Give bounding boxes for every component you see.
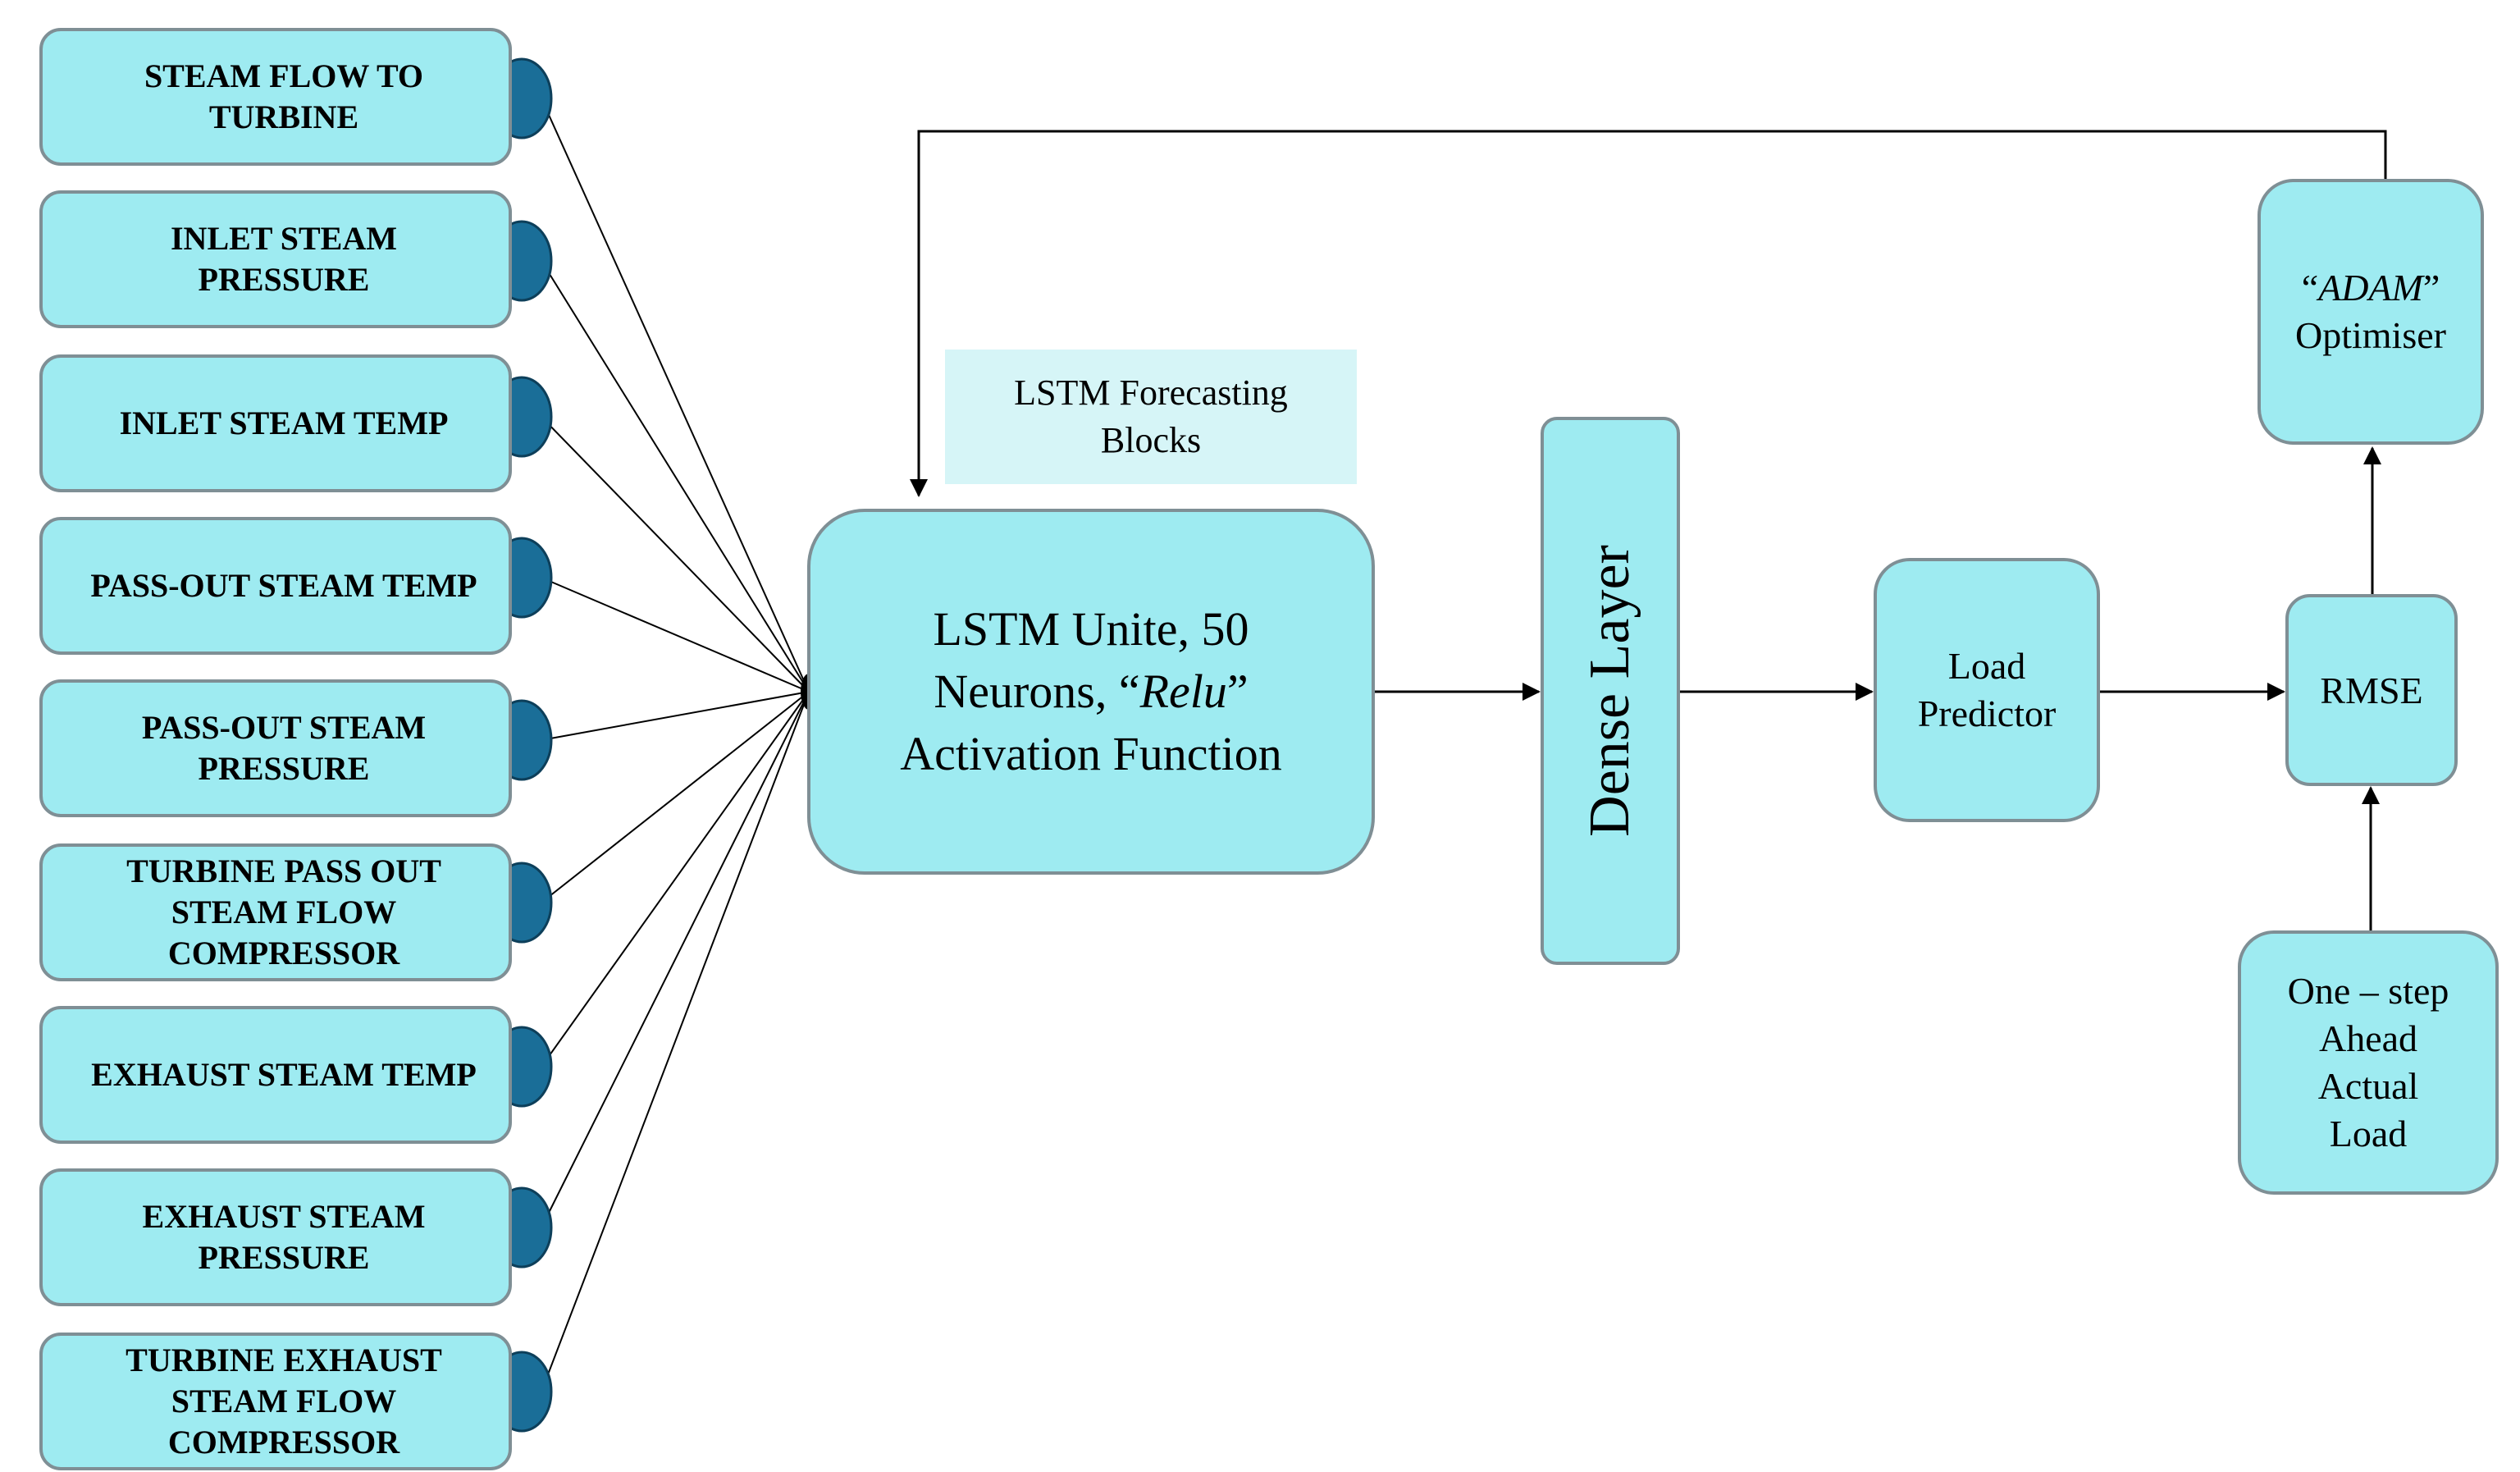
rmse-label: RMSE [2320, 669, 2423, 711]
input-connection-line [541, 691, 810, 741]
input-connection-line [541, 691, 810, 903]
load-predictor-line1: Load [1947, 645, 2026, 687]
load-predictor-block: Load Predictor [1874, 558, 2100, 822]
input-feature-label: COMPRESSOR [167, 935, 400, 971]
load-predictor-line2: Predictor [1917, 693, 2057, 734]
input-feature-box: STEAM FLOW TO TURBINE [39, 28, 512, 166]
input-feature-box: TURBINE PASS OUT STEAM FLOW COMPRESSOR [39, 843, 512, 981]
input-feature-label: PASS-OUT STEAM TEMP [90, 567, 477, 604]
lstm-unit-line3: Activation Function [900, 727, 1282, 780]
input-feature-label: INLET STEAM [170, 220, 397, 257]
lstm-unit-block: LSTM Unite, 50 Neurons, “Relu” Activatio… [807, 509, 1375, 875]
adam-optimiser-block: “ADAM” Optimiser [2258, 179, 2484, 445]
input-feature-label: STEAM FLOW [171, 1383, 397, 1419]
input-feature-box: EXHAUST STEAM PRESSURE [39, 1168, 512, 1306]
input-connection-line [541, 416, 810, 693]
dense-layer-label: Dense Layer [1578, 545, 1642, 837]
input-feature-box: INLET STEAM TEMP [39, 354, 512, 492]
actual-load-line3: Actual [2317, 1065, 2419, 1107]
input-feature-label: TURBINE PASS OUT [126, 853, 441, 889]
lstm-unit-line1: LSTM Unite, 50 [933, 602, 1249, 656]
optimiser-line1: “ADAM” [2301, 267, 2440, 309]
input-feature-box: INLET STEAM PRESSURE [39, 190, 512, 328]
input-fan-in-lines [541, 98, 810, 1392]
lstm-blocks-label-line1: LSTM Forecasting [1014, 373, 1288, 413]
actual-load-line4: Load [2329, 1113, 2408, 1154]
input-connection-line [541, 691, 810, 1392]
input-connection-line [541, 577, 810, 693]
input-feature-label: TURBINE [208, 98, 359, 135]
input-feature-label: PRESSURE [198, 1239, 370, 1276]
input-feature-label: EXHAUST STEAM TEMP [91, 1056, 477, 1093]
input-feature-label: COMPRESSOR [167, 1424, 400, 1461]
lstm-unit-line2: Neurons, “Relu” [934, 665, 1249, 718]
input-feature-label: STEAM FLOW [171, 894, 397, 930]
lstm-blocks-label: LSTM Forecasting Blocks [945, 350, 1357, 484]
input-feature-box: PASS-OUT STEAM PRESSURE [39, 679, 512, 817]
actual-load-block: One – step Ahead Actual Load [2238, 930, 2499, 1195]
input-connection-line [541, 691, 810, 1067]
lstm-blocks-label-line2: Blocks [1100, 420, 1202, 460]
input-connection-line [541, 260, 810, 693]
rmse-block: RMSE [2285, 594, 2458, 786]
input-feature-label: PRESSURE [198, 750, 370, 787]
input-connection-line [541, 98, 810, 693]
input-feature-box: PASS-OUT STEAM TEMP [39, 517, 512, 655]
feedback-arrow [910, 130, 2387, 497]
input-feature-label: TURBINE EXHAUST [126, 1342, 442, 1378]
input-feature-label: STEAM FLOW TO [144, 57, 424, 94]
input-feature-label: INLET STEAM TEMP [119, 405, 449, 441]
input-feature-label: PASS-OUT STEAM [141, 709, 427, 746]
optimiser-line2: Optimiser [2295, 314, 2446, 356]
actual-load-line1: One – step [2287, 970, 2449, 1012]
input-feature-box: EXHAUST STEAM TEMP [39, 1006, 512, 1144]
input-connection-line [541, 691, 810, 1228]
input-feature-box: TURBINE EXHAUST STEAM FLOW COMPRESSOR [39, 1333, 512, 1470]
input-feature-label: EXHAUST STEAM [142, 1198, 426, 1235]
dense-layer-block: Dense Layer [1541, 417, 1680, 965]
actual-load-line2: Ahead [2318, 1017, 2418, 1059]
input-feature-label: PRESSURE [198, 261, 370, 298]
